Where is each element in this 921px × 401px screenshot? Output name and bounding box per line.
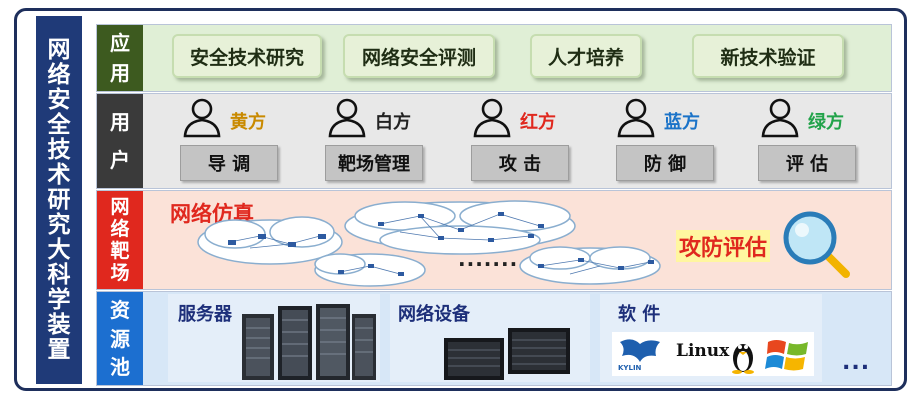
cloud-bottom-right: [519, 246, 661, 285]
attack-defense-eval-label: 攻防评估: [676, 230, 771, 262]
vertical-title-char: 络: [47, 61, 71, 88]
resource-label-char: 源: [110, 326, 130, 351]
user-icon: [328, 98, 366, 138]
kylin-text: KYLIN: [618, 364, 642, 372]
vertical-title-char: 术: [47, 161, 71, 188]
vertical-title-char: 究: [47, 211, 71, 238]
role-label: 红方: [520, 112, 556, 133]
cloud-center: [344, 200, 576, 255]
vertical-title-char: 研: [47, 186, 71, 213]
role-label: 蓝方: [664, 112, 700, 133]
network-nodes: [228, 212, 654, 276]
application-label-char: 应: [110, 31, 130, 56]
tux-penguin-icon: [732, 344, 754, 374]
app-item-talent-training: 人才培养: [530, 34, 642, 78]
linux-text: Linux: [676, 341, 730, 361]
server-racks-icon: [242, 304, 376, 380]
user-label: 用 户: [97, 94, 143, 188]
magnifier-icon: [783, 211, 850, 278]
role-label: 白方: [375, 112, 411, 133]
cloud-left: [197, 216, 343, 265]
resource-label-char: 资: [110, 297, 130, 322]
role-label: 黄方: [230, 112, 266, 133]
user-role: 绿方: [760, 96, 844, 138]
more-resources-dots: ...: [842, 350, 871, 375]
cloud-bottom-left: [314, 253, 426, 287]
range-label-char: 靶: [110, 240, 130, 262]
windows-logo-icon: [765, 340, 808, 371]
vertical-title-char: 网: [47, 36, 71, 63]
vertical-title-char: 全: [47, 111, 71, 138]
range-label-char: 网: [110, 196, 130, 218]
user-role: 红方: [472, 96, 556, 138]
user-label-char: 用: [110, 109, 130, 134]
app-item-security-research: 安全技术研究: [172, 34, 322, 78]
application-label-char: 用: [110, 60, 130, 85]
vertical-title-char: 安: [47, 86, 71, 113]
app-item-security-evaluation: 网络安全评测: [343, 34, 495, 78]
vertical-title: 网络安全技术研究大科学装置: [36, 16, 82, 384]
user-role: 白方: [327, 96, 411, 138]
role-task-box: 防 御: [616, 145, 714, 181]
user-label-char: 户: [110, 148, 130, 173]
role-task-box: 攻 击: [471, 145, 569, 181]
user-icon: [761, 98, 799, 138]
vertical-title-char: 装: [47, 311, 71, 338]
vertical-title-char: 置: [47, 336, 71, 363]
resource-label-char: 池: [110, 355, 130, 380]
role-task-box: 导 调: [180, 145, 278, 181]
user-icon: [183, 98, 221, 138]
range-label: 网 络 靶 场: [97, 191, 143, 289]
server-label: 服务器: [178, 304, 232, 325]
software-label: 软 件: [618, 304, 661, 325]
user-icon: [473, 98, 511, 138]
vertical-title-char: 技: [47, 136, 71, 163]
vertical-title-char: 学: [47, 286, 71, 313]
user-icon: [617, 98, 655, 138]
vertical-title-char: 大: [47, 236, 71, 263]
role-task-box: 评 估: [758, 145, 856, 181]
role-label: 绿方: [808, 112, 844, 133]
network-device-label: 网络设备: [398, 304, 470, 325]
vertical-title-char: 科: [47, 261, 71, 288]
application-label: 应 用: [97, 25, 143, 91]
user-role: 蓝方: [616, 96, 700, 138]
user-role: 黄方: [182, 96, 266, 138]
role-task-box: 靶场管理: [325, 145, 423, 181]
network-device-icon: [444, 328, 570, 380]
range-label-char: 场: [110, 262, 130, 284]
network-clouds: [197, 200, 661, 287]
kylin-logo: [620, 339, 660, 362]
more-networks-dots: ·······: [458, 252, 519, 276]
range-label-char: 络: [110, 218, 130, 240]
resource-label: 资 源 池: [97, 292, 143, 385]
app-item-new-tech-verification: 新技术验证: [692, 34, 844, 78]
